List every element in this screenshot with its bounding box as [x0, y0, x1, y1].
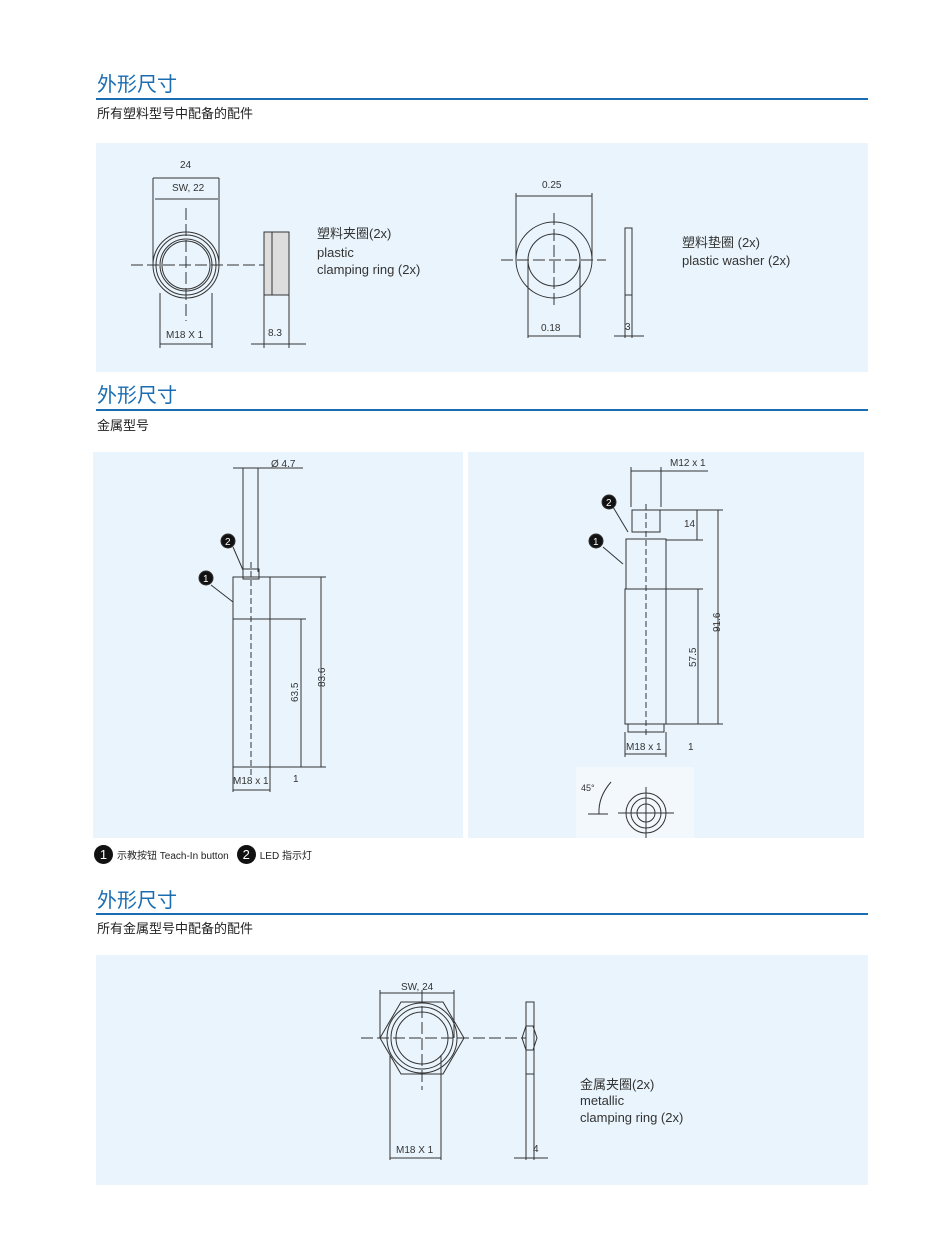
section-subtitle: 所有金属型号中配备的配件 [97, 922, 254, 937]
cable-sensor-drawing: Ø 4.7 83.6 63.5 1 M18 x 1 1 2 [198, 459, 328, 792]
section-subtitle: 金属型号 [97, 419, 150, 434]
label-cn: 塑料垫圈 (2x) [682, 235, 760, 250]
marker-led: 2 [225, 537, 231, 548]
rotation-angle: 45° [581, 783, 595, 793]
connector-sensor-panel: M12 x 1 14 91.6 57.5 1 M18 x 1 1 2 45° [468, 452, 864, 838]
label-en: metallic [580, 1093, 625, 1108]
section-title: 外形尺寸 [97, 72, 177, 96]
dim-sw: SW, 24 [401, 982, 434, 993]
dim-thread: M18 X 1 [166, 330, 204, 341]
section-subtitle: 所有塑料型号中配备的配件 [97, 107, 254, 122]
dim-outer: 0.25 [542, 180, 562, 191]
section-title: 外形尺寸 [97, 888, 177, 912]
dim-total: 83.6 [317, 667, 328, 687]
marker-teach-in: 1 [203, 574, 209, 585]
dim-thickness: 4 [533, 1144, 539, 1155]
divider [96, 913, 868, 915]
metal-accessories-drawing: SW, 24 M18 X 1 4 金属夹圈(2x) metallic clamp… [361, 982, 683, 1160]
dim-end: 1 [688, 742, 694, 753]
dim-cable: Ø 4.7 [271, 459, 296, 470]
label-en: clamping ring (2x) [317, 262, 420, 277]
dim-connector-length: 14 [684, 519, 696, 530]
legend-marker: 1 [94, 845, 113, 864]
dim-total: 91.6 [712, 612, 723, 632]
dim-thread-length: 57.5 [688, 647, 699, 667]
dim-end: 1 [293, 774, 299, 785]
divider [96, 98, 868, 100]
label-en: plastic [317, 245, 354, 260]
dim-inner: 0.18 [541, 323, 561, 334]
marker-teach-in: 1 [593, 537, 599, 548]
dim-connector: M12 x 1 [670, 458, 706, 469]
label-en: clamping ring (2x) [580, 1110, 683, 1125]
legend-label: 示教按钮 Teach-In button [117, 851, 229, 862]
plastic-accessories-drawing: 24 SW, 22 M18 X 1 8.3 塑料夹圈(2x) plastic c… [131, 160, 790, 348]
dim-thickness: 3 [625, 322, 631, 333]
metal-accessories-panel: SW, 24 M18 X 1 4 金属夹圈(2x) metallic clamp… [96, 955, 868, 1185]
label-cn: 金属夹圈(2x) [580, 1077, 654, 1092]
plastic-accessories-panel: 24 SW, 22 M18 X 1 8.3 塑料夹圈(2x) plastic c… [96, 143, 868, 372]
dim-sw: SW, 22 [172, 183, 205, 194]
section-title: 外形尺寸 [97, 383, 177, 407]
divider [96, 409, 868, 411]
dim-thread: M18 X 1 [396, 1145, 434, 1156]
dim-thread-length: 63.5 [290, 682, 301, 702]
marker-led: 2 [606, 498, 612, 509]
connector-sensor-drawing: M12 x 1 14 91.6 57.5 1 M18 x 1 1 2 45° [576, 458, 723, 838]
legend: 1 示教按钮 Teach-In button 2 LED 指示灯 [94, 845, 312, 864]
legend-marker: 2 [236, 845, 256, 864]
dim-thread: M18 x 1 [626, 742, 662, 753]
dim-outer: 24 [180, 160, 192, 171]
dim-thickness: 8.3 [268, 328, 282, 339]
legend-label: LED 指示灯 [259, 851, 312, 862]
label-cn: 塑料夹圈(2x) [317, 226, 391, 241]
cable-sensor-panel: Ø 4.7 83.6 63.5 1 M18 x 1 1 2 [93, 452, 463, 838]
dim-thread: M18 x 1 [233, 776, 269, 787]
label-en: plastic washer (2x) [682, 253, 790, 268]
